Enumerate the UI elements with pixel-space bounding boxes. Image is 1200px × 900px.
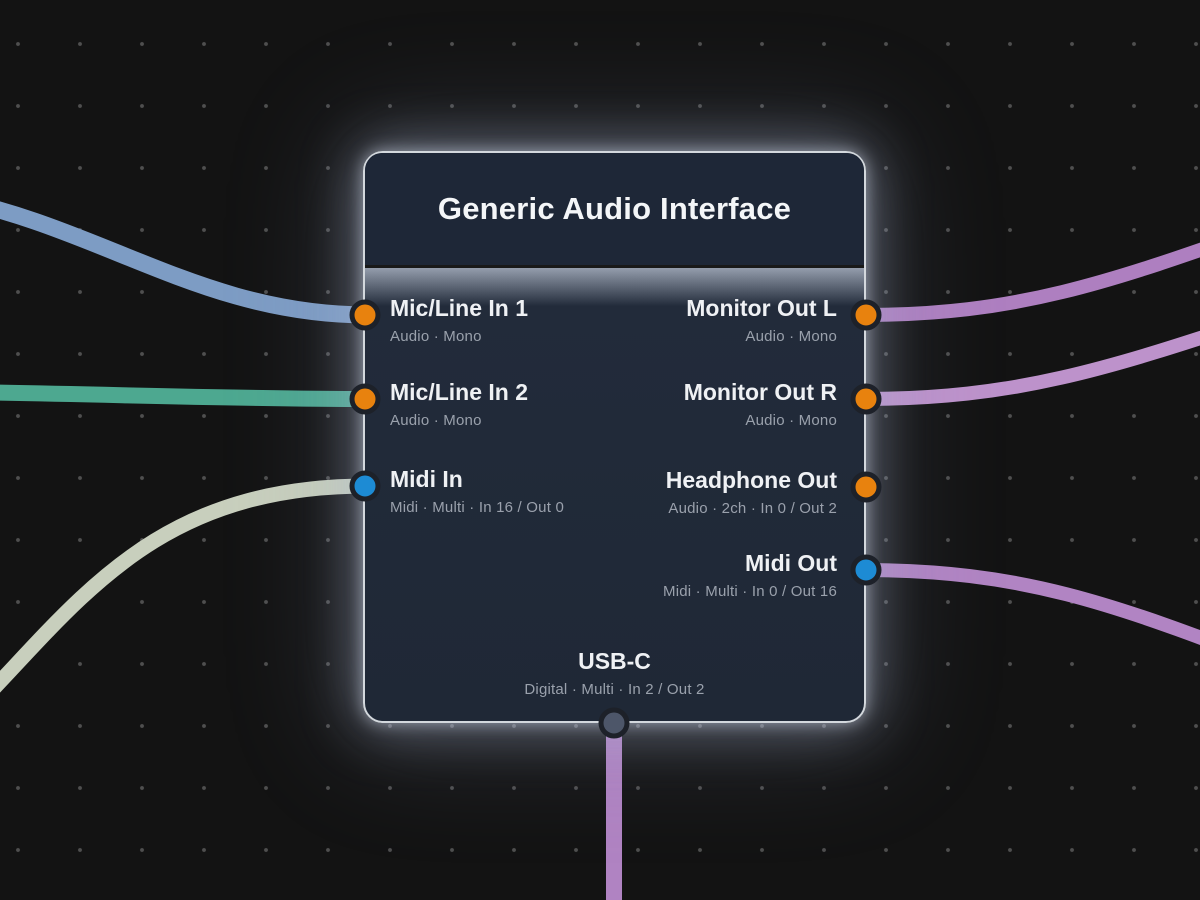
node-generic-audio-interface[interactable]: Generic Audio Interface Mic/Line In 1 Au… (363, 151, 866, 723)
port-sublabel: Audio · 2ch · In 0 / Out 2 (668, 500, 837, 517)
port-label: Monitor Out L (686, 295, 837, 321)
cable-from-midi-out[interactable] (861, 563, 1200, 668)
port-label: Midi In (390, 466, 463, 492)
port-row-headphone-out: Headphone Out Audio · 2ch · In 0 / Out 2 (666, 465, 837, 523)
port-handle-monitor-out-r[interactable] (850, 383, 882, 415)
port-sublabel: Midi · Multi · In 16 / Out 0 (390, 499, 564, 516)
port-row-monitor-out-r: Monitor Out R Audio · Mono (684, 377, 837, 435)
port-sublabel: Audio · Mono (390, 328, 482, 345)
node-title: Generic Audio Interface (437, 191, 792, 226)
cable-to-mic-line-in-2[interactable] (0, 384, 369, 407)
port-handle-usb-c[interactable] (598, 707, 630, 739)
port-handle-monitor-out-l[interactable] (850, 299, 882, 331)
port-label: USB-C (578, 648, 651, 674)
port-label: Headphone Out (665, 467, 837, 493)
port-label: Midi Out (745, 550, 837, 576)
port-sublabel: Audio · Mono (745, 328, 837, 345)
port-sublabel: Midi · Multi · In 0 / Out 16 (663, 583, 837, 600)
node-header-divider (365, 265, 864, 268)
port-sublabel: Digital · Multi · In 2 / Out 2 (524, 681, 705, 698)
port-label: Monitor Out R (683, 379, 837, 405)
port-handle-headphone-out[interactable] (850, 471, 882, 503)
port-row-usb-c: USB-C Digital · Multi · In 2 / Out 2 (365, 646, 864, 704)
port-row-midi-in: Midi In Midi · Multi · In 16 / Out 0 (390, 464, 564, 522)
port-handle-midi-out[interactable] (850, 554, 882, 586)
port-sublabel: Audio · Mono (745, 412, 837, 429)
node-selection-sheen (365, 268, 864, 306)
port-handle-mic-line-in-2[interactable] (349, 383, 381, 415)
port-label: Mic/Line In 2 (390, 379, 529, 405)
port-row-midi-out: Midi Out Midi · Multi · In 0 / Out 16 (663, 548, 837, 606)
cable-from-monitor-out-r[interactable] (861, 312, 1200, 406)
cable-to-midi-in[interactable] (0, 478, 369, 760)
port-row-monitor-out-l: Monitor Out L Audio · Mono (686, 293, 837, 351)
port-row-mic-line-in-2: Mic/Line In 2 Audio · Mono (390, 377, 528, 435)
port-sublabel: Audio · Mono (390, 412, 482, 429)
cable-from-monitor-out-l[interactable] (861, 222, 1200, 322)
cable-to-mic-line-in-1[interactable] (0, 196, 369, 324)
port-row-mic-line-in-1: Mic/Line In 1 Audio · Mono (390, 293, 528, 351)
port-handle-mic-line-in-1[interactable] (349, 299, 381, 331)
port-handle-midi-in[interactable] (349, 470, 381, 502)
port-label: Mic/Line In 1 (390, 295, 529, 321)
node-header[interactable]: Generic Audio Interface (365, 153, 864, 265)
